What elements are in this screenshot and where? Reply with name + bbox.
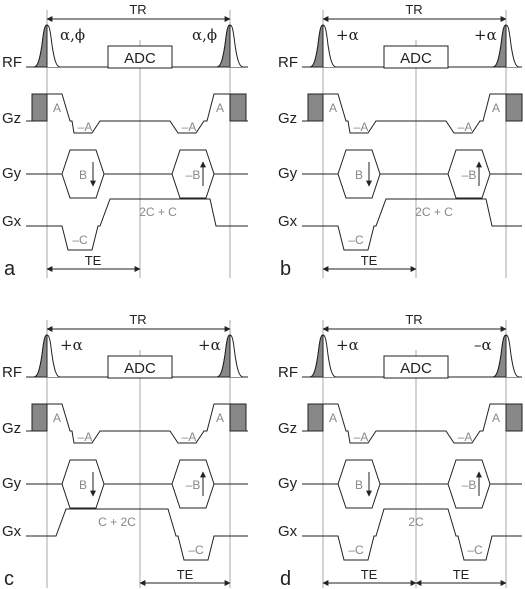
svg-text:–B: –B: [186, 478, 201, 492]
gx-label: Gx: [2, 213, 22, 230]
svg-text:A: A: [492, 411, 500, 425]
gy-label: Gy: [278, 165, 298, 182]
svg-text:–C: –C: [348, 543, 364, 557]
adc-window: [383, 45, 449, 69]
adc-window: [383, 355, 449, 379]
panel-label: c: [4, 568, 14, 589]
rf-label: RF: [278, 54, 298, 71]
svg-text:A: A: [492, 101, 500, 115]
svg-text:–A: –A: [182, 430, 197, 444]
flip-angle-right: +α: [474, 26, 497, 44]
rf-label: RF: [278, 364, 298, 381]
svg-text:A: A: [329, 411, 337, 425]
flip-angle-right: α,ϕ: [192, 26, 217, 44]
flip-angle-left: +α: [336, 26, 359, 44]
svg-text:C + 2C: C + 2C: [98, 515, 136, 529]
gx-waveform: [26, 508, 248, 561]
flip-angle-left: +α: [336, 336, 359, 354]
slice-select-gradient: A: [216, 101, 224, 115]
flip-angle-right: –α: [474, 336, 492, 354]
flip-angle-right: +α: [198, 336, 221, 354]
te-label-right: TE: [453, 567, 470, 582]
gx-label: Gx: [278, 213, 298, 230]
svg-text:–C: –C: [467, 543, 483, 557]
svg-text:2C: 2C: [408, 515, 424, 529]
svg-text:–A: –A: [458, 120, 473, 134]
readout-gradient: 2C + C: [139, 205, 177, 219]
svg-text:B: B: [355, 168, 363, 182]
panel-a: TR RF α,ϕ α,ϕ ADC Gz A –A –A A Gy B –B G…: [2, 2, 248, 280]
flip-angle-left: +α: [60, 336, 83, 354]
gy-label: Gy: [2, 165, 22, 182]
tr-label: TR: [405, 312, 422, 327]
slice-rewind-gradient: –A: [78, 120, 93, 134]
panel-c: TR RF +α +α ADC Gz A –A –A A Gy B –B Gx …: [2, 312, 248, 589]
svg-text:–A: –A: [354, 120, 369, 134]
gz-label: Gz: [2, 110, 21, 127]
panel-label: b: [280, 258, 291, 280]
tr-label: TR: [405, 2, 422, 17]
svg-text:A: A: [329, 101, 337, 115]
gz-label: Gz: [278, 110, 297, 127]
gx-waveform: [302, 508, 522, 561]
panel-label: a: [4, 258, 16, 280]
adc-label: ADC: [400, 360, 432, 377]
svg-text:2C + C: 2C + C: [415, 205, 453, 219]
svg-text:–C: –C: [348, 233, 364, 247]
gz-waveform: [26, 93, 248, 134]
adc-label: ADC: [124, 360, 156, 377]
gx-waveform: [26, 198, 248, 251]
gy-label: Gy: [278, 475, 298, 492]
svg-text:A: A: [53, 411, 61, 425]
adc-window: [107, 355, 173, 379]
svg-text:–B: –B: [186, 168, 201, 182]
panel-b: TR RF +α +α ADC Gz A –A –A A Gy B –B Gx …: [278, 2, 523, 280]
readout-prephase: –C: [72, 233, 88, 247]
rf-label: RF: [2, 54, 22, 71]
gy-label: Gy: [2, 475, 22, 492]
svg-text:A: A: [216, 411, 224, 425]
gz-waveform: [302, 403, 523, 444]
svg-text:–A: –A: [458, 430, 473, 444]
slice-rewind-gradient: –A: [182, 120, 197, 134]
gz-waveform: [302, 93, 523, 134]
panel-d: TR RF +α –α ADC Gz A –A –A A Gy B –B Gx …: [278, 312, 523, 589]
svg-text:–B: –B: [462, 478, 477, 492]
svg-text:B: B: [79, 478, 87, 492]
svg-text:B: B: [79, 168, 87, 182]
flip-angle-left: α,ϕ: [60, 26, 85, 44]
svg-text:–C: –C: [188, 543, 204, 557]
te-label-left: TE: [361, 567, 378, 582]
tr-label: TR: [129, 312, 146, 327]
gx-waveform: [302, 198, 522, 251]
svg-text:B: B: [355, 478, 363, 492]
panel-label: d: [280, 568, 291, 589]
svg-text:–A: –A: [354, 430, 369, 444]
gx-label: Gx: [278, 523, 298, 540]
gz-label: Gz: [2, 420, 21, 437]
slice-select-gradient: A: [53, 101, 61, 115]
svg-text:–A: –A: [78, 430, 93, 444]
adc-label: ADC: [124, 50, 156, 67]
gx-label: Gx: [2, 523, 22, 540]
gz-waveform: [26, 403, 248, 444]
gz-label: Gz: [278, 420, 297, 437]
adc-label: ADC: [400, 50, 432, 67]
svg-text:–B: –B: [462, 168, 477, 182]
adc-window: [107, 45, 173, 69]
te-label: TE: [85, 253, 102, 268]
rf-label: RF: [2, 364, 22, 381]
te-label: TE: [361, 253, 378, 268]
te-label: TE: [177, 567, 194, 582]
tr-label: TR: [129, 2, 146, 17]
